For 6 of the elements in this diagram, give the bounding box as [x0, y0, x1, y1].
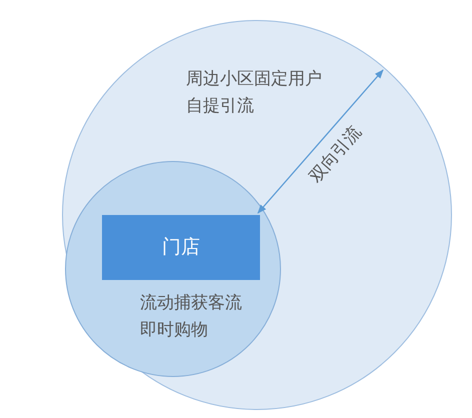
double-arrow: [257, 69, 384, 214]
store-label: 门店: [162, 235, 200, 260]
circle-caption: 流动捕获客流即时购物: [140, 292, 243, 342]
edge-label: 双向引流: [304, 121, 366, 188]
store-box: [102, 215, 260, 280]
circle-caption: 周边小区固定用户自提引流: [186, 68, 323, 118]
